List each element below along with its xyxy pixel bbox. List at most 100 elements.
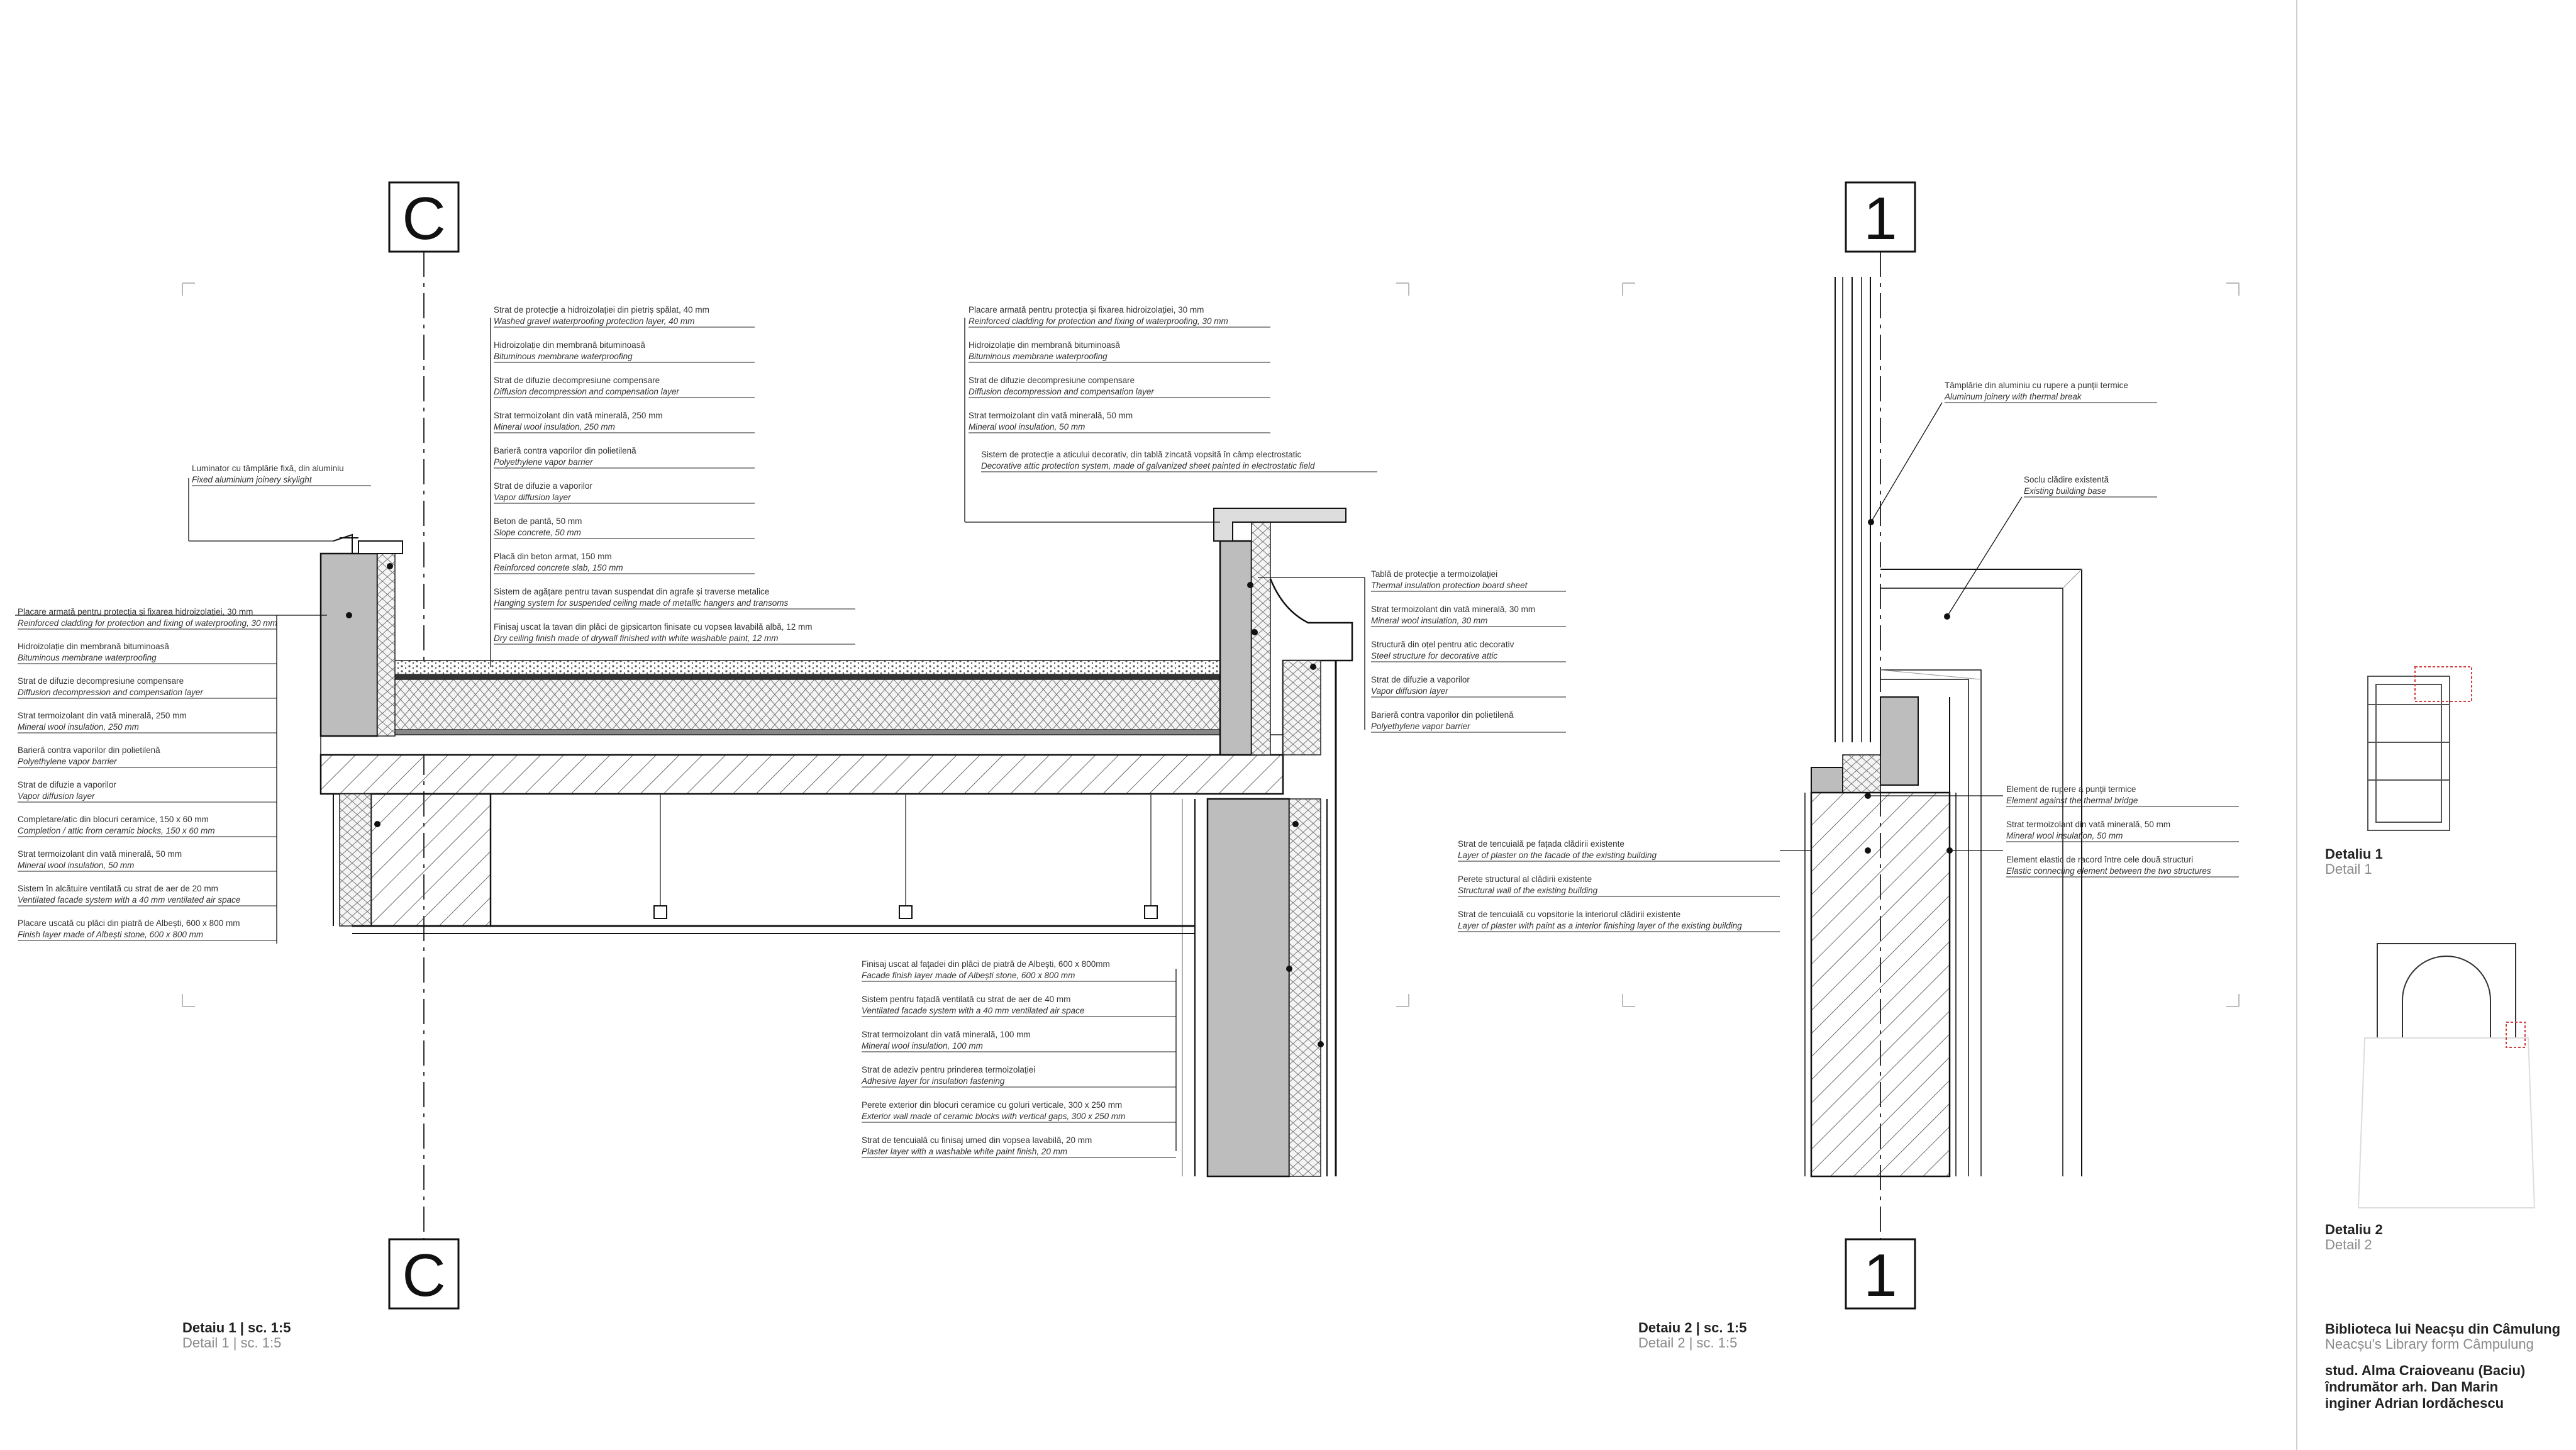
axis-marker-1-top: 1 bbox=[1845, 181, 1916, 253]
key-plan-1 bbox=[2367, 666, 2472, 831]
project-student: stud. Alma Craioveanu (Baciu) bbox=[2325, 1363, 2525, 1378]
svg-text:Steel structure for decorative: Steel structure for decorative attic bbox=[1371, 651, 1497, 661]
axis-1-bottom-label: 1 bbox=[1863, 1242, 1897, 1309]
svg-text:Placare armată pentru protecți: Placare armată pentru protecția și fixar… bbox=[969, 305, 1204, 315]
key2-label: Detaliu 2 bbox=[2325, 1222, 2383, 1237]
key1-label: Detaliu 1 bbox=[2325, 846, 2383, 862]
svg-text:Strat de difuzie a vaporilor: Strat de difuzie a vaporilor bbox=[494, 481, 592, 491]
svg-text:Finish layer made of Albești s: Finish layer made of Albești stone, 600 … bbox=[18, 930, 203, 939]
detail2-leaders bbox=[1780, 402, 2023, 851]
svg-text:Dry ceiling finish made of dry: Dry ceiling finish made of drywall finis… bbox=[494, 633, 778, 643]
detail2-caption-en: Detail 2 | sc. 1:5 bbox=[1638, 1335, 1737, 1351]
svg-text:Adhesive layer for insulation: Adhesive layer for insulation fastening bbox=[861, 1076, 1005, 1086]
svg-text:Diffusion decompression and co: Diffusion decompression and compensation… bbox=[494, 387, 679, 396]
svg-text:Strat termoizolant din vată mi: Strat termoizolant din vată minerală, 30… bbox=[1371, 605, 1535, 614]
svg-text:Sistem de agățare pentru tavan: Sistem de agățare pentru tavan suspendat… bbox=[494, 587, 769, 596]
detail2-right-notes: Element de rupere a punții termice Eleme… bbox=[2006, 784, 2239, 878]
svg-text:Structură din oțel pentru atic: Structură din oțel pentru atic decorativ bbox=[1371, 640, 1514, 649]
key2-label-en: Detail 2 bbox=[2325, 1237, 2372, 1252]
svg-text:Bituminous membrane waterproof: Bituminous membrane waterproofing bbox=[494, 352, 633, 361]
detail1-left-notes: Placare armată pentru protecția și fixar… bbox=[18, 607, 277, 941]
svg-text:Facade finish layer made of Al: Facade finish layer made of Albești ston… bbox=[862, 971, 1075, 980]
skylight-frame bbox=[333, 533, 358, 554]
svg-text:Hidroizolație din membrană bit: Hidroizolație din membrană bituminoasă bbox=[18, 642, 169, 651]
svg-text:Strat de difuzie decompresiune: Strat de difuzie decompresiune compensar… bbox=[18, 676, 184, 686]
roof-mineral-wool bbox=[377, 679, 1221, 730]
axis-1-top-label: 1 bbox=[1863, 185, 1897, 252]
svg-text:Mineral wool insulation, 50 mm: Mineral wool insulation, 50 mm bbox=[2006, 831, 2123, 840]
right-parapet-insulation bbox=[1251, 521, 1271, 756]
svg-text:Soclu clădire existentă: Soclu clădire existentă bbox=[2024, 475, 2109, 484]
project-subtitle: Neacșu's Library form Câmpulung bbox=[2325, 1336, 2534, 1352]
svg-text:Polyethylene vapor barrier: Polyethylene vapor barrier bbox=[494, 457, 593, 467]
svg-text:Barieră contra vaporilor din p: Barieră contra vaporilor din polietilenă bbox=[1371, 710, 1514, 720]
svg-text:Strat termoizolant din vată mi: Strat termoizolant din vată minerală, 50… bbox=[969, 411, 1133, 420]
svg-text:Plaster layer with a washable: Plaster layer with a washable white pain… bbox=[862, 1147, 1067, 1156]
svg-text:Sistem de protecție a aticului: Sistem de protecție a aticului decorativ… bbox=[981, 450, 1302, 459]
svg-text:Mineral wool insulation, 250 m: Mineral wool insulation, 250 mm bbox=[18, 722, 139, 732]
svg-text:Strat de difuzie decompresiune: Strat de difuzie decompresiune compensar… bbox=[969, 376, 1135, 385]
detail1-attic-notes: Placare armată pentru protecția și fixar… bbox=[969, 305, 1377, 472]
svg-text:Placă din beton armat, 150 mm: Placă din beton armat, 150 mm bbox=[494, 552, 612, 561]
svg-text:Ventilated facade system with: Ventilated facade system with a 40 mm ve… bbox=[18, 895, 240, 905]
svg-text:Tablă de protecție a termoizol: Tablă de protecție a termoizolației bbox=[1371, 569, 1497, 579]
roof-slope-concrete bbox=[320, 734, 1284, 756]
attic-coping bbox=[1213, 508, 1346, 542]
exterior-ceramic-wall bbox=[1206, 798, 1291, 1178]
detail1-caption-en: Detail 1 | sc. 1:5 bbox=[182, 1335, 281, 1351]
svg-text:Completion / attic from cerami: Completion / attic from ceramic blocks, … bbox=[18, 826, 215, 835]
detail2-caption: Detaiu 2 | sc. 1:5 bbox=[1638, 1320, 1746, 1336]
suspended-ceiling bbox=[352, 794, 1195, 934]
svg-text:Ventilated facade system with: Ventilated facade system with a 40 mm ve… bbox=[862, 1006, 1084, 1015]
svg-text:Strat de tencuială cu finisaj: Strat de tencuială cu finisaj umed din v… bbox=[862, 1135, 1092, 1145]
svg-text:Decorative attic protection sy: Decorative attic protection system, made… bbox=[981, 461, 1315, 471]
detail1-right-notes: Tablă de protecție a termoizolației Ther… bbox=[1371, 569, 1566, 733]
detail1-caption: Detaiu 1 | sc. 1:5 bbox=[182, 1320, 291, 1336]
svg-text:Barieră contra vaporilor din p: Barieră contra vaporilor din polietilenă bbox=[494, 446, 636, 455]
svg-text:Fixed aluminium joinery skylig: Fixed aluminium joinery skylight bbox=[192, 475, 313, 484]
svg-text:Strat de difuzie decompresiune: Strat de difuzie decompresiune compensar… bbox=[494, 376, 660, 385]
svg-text:Perete structural al clădirii: Perete structural al clădirii existente bbox=[1458, 874, 1592, 884]
svg-text:Bituminous membrane waterproof: Bituminous membrane waterproofing bbox=[969, 352, 1108, 361]
svg-text:Tâmplărie din aluminiu cu rupe: Tâmplărie din aluminiu cu rupere a punți… bbox=[1945, 381, 2128, 390]
project-title: Biblioteca lui Neacșu din Câmulung bbox=[2325, 1321, 2560, 1337]
svg-text:Mineral wool insulation, 50 mm: Mineral wool insulation, 50 mm bbox=[18, 861, 134, 870]
detail1-drawing: C C bbox=[15, 181, 1566, 1351]
axis-marker-1-bottom: 1 bbox=[1845, 1238, 1916, 1310]
svg-text:Existing building base: Existing building base bbox=[2024, 486, 2106, 496]
svg-text:Element elastic de racord într: Element elastic de racord între cele dou… bbox=[2006, 855, 2193, 864]
svg-text:Beton de pantă, 50 mm: Beton de pantă, 50 mm bbox=[494, 516, 582, 526]
title-block: Biblioteca lui Neacșu din Câmulung Neacș… bbox=[2324, 1321, 2560, 1411]
detail1-leaders bbox=[15, 318, 1365, 1151]
svg-text:Reinforced concrete slab, 150: Reinforced concrete slab, 150 mm bbox=[494, 563, 623, 572]
left-parapet-insulation bbox=[377, 553, 396, 737]
roof-concrete-slab bbox=[319, 754, 1284, 795]
svg-text:Mineral wool insulation, 30 mm: Mineral wool insulation, 30 mm bbox=[1371, 616, 1487, 625]
detail2-left-notes: Strat de tencuială pe fațada clădirii ex… bbox=[1458, 839, 1780, 932]
roof-vapor-layers bbox=[377, 730, 1220, 735]
svg-text:Vapor diffusion layer: Vapor diffusion layer bbox=[1371, 686, 1448, 696]
svg-text:Strat de tencuială cu vopsitor: Strat de tencuială cu vopsitorie la inte… bbox=[1458, 910, 1680, 919]
axis-c-bottom-label: C bbox=[402, 1242, 445, 1309]
svg-text:Mineral wool insulation, 250 m: Mineral wool insulation, 250 mm bbox=[494, 422, 615, 432]
svg-text:Strat de difuzie a vaporilor: Strat de difuzie a vaporilor bbox=[1371, 675, 1470, 684]
svg-text:Strat termoizolant din vată mi: Strat termoizolant din vată minerală, 25… bbox=[18, 711, 187, 720]
svg-text:Mineral wool insulation, 50 mm: Mineral wool insulation, 50 mm bbox=[969, 422, 1085, 432]
aluminium-joinery bbox=[1835, 277, 1871, 742]
svg-text:Structural wall of the existin: Structural wall of the existing building bbox=[1458, 886, 1598, 895]
svg-text:Sistem pentru fațadă ventilată: Sistem pentru fațadă ventilată cu strat … bbox=[862, 995, 1070, 1004]
fasteners bbox=[346, 563, 1324, 1047]
svg-text:Layer of plaster with paint as: Layer of plaster with paint as a interio… bbox=[1458, 921, 1742, 930]
svg-text:Element against the thermal br: Element against the thermal bridge bbox=[2006, 796, 2138, 805]
decorative-attic-steel bbox=[1269, 578, 1353, 755]
svg-text:Finisaj uscat al fațadei din p: Finisaj uscat al fațadei din plăci de pi… bbox=[862, 959, 1110, 969]
svg-text:Reinforced cladding for protec: Reinforced cladding for protection and f… bbox=[969, 316, 1228, 326]
svg-text:Strat de tencuială pe fațada c: Strat de tencuială pe fațada clădirii ex… bbox=[1458, 839, 1624, 849]
detail2-drawing: 1 1 bbox=[1458, 181, 2240, 1351]
svg-text:Perete exterior din blocuri ce: Perete exterior din blocuri ceramice cu … bbox=[862, 1100, 1122, 1110]
right-parapet-wall bbox=[1219, 540, 1253, 756]
svg-text:Bituminous membrane waterproof: Bituminous membrane waterproofing bbox=[18, 653, 157, 662]
svg-text:Element de rupere a punții ter: Element de rupere a punții termice bbox=[2006, 784, 2136, 794]
svg-text:Exterior wall made of ceramic: Exterior wall made of ceramic blocks wit… bbox=[862, 1112, 1125, 1121]
